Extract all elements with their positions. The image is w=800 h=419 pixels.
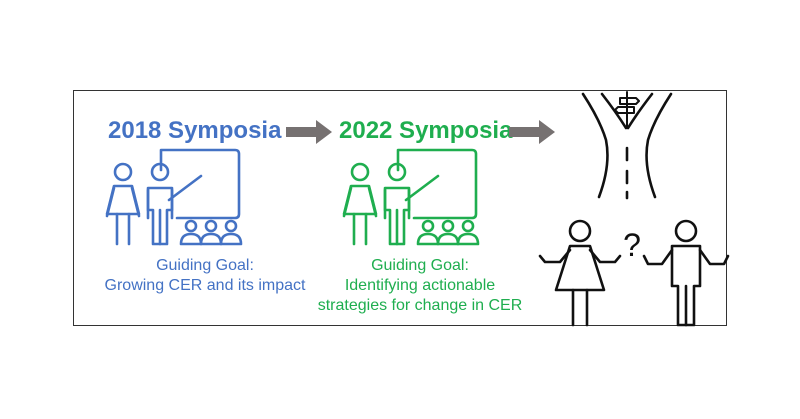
title-2018-symposia: 2018 Symposia <box>108 117 282 144</box>
arrow-right-icon <box>286 120 332 144</box>
goal-2022-line-2: Identifying actionable <box>344 277 496 294</box>
signpost-icon <box>614 91 640 129</box>
goal-2018-line-1: Guiding Goal: <box>156 257 254 274</box>
presentation-2018-icon <box>105 148 243 246</box>
arrow-right-icon <box>509 120 555 144</box>
shrugging-man-icon <box>642 219 730 327</box>
goal-2022-line-1: Guiding Goal: <box>371 257 469 274</box>
road-fork-icon <box>581 92 673 200</box>
shrugging-woman-icon <box>538 219 622 327</box>
diagram-frame <box>73 90 727 326</box>
goal-2022: Guiding Goal: Identifying actionable str… <box>300 256 540 316</box>
presentation-2022-icon <box>342 148 480 246</box>
goal-2018: Guiding Goal: Growing CER and its impact <box>60 256 350 296</box>
question-mark-icon: ? <box>623 227 641 263</box>
goal-2022-line-3: strategies for change in CER <box>317 297 523 314</box>
title-2022-symposia: 2022 Symposia <box>339 117 513 144</box>
goal-2018-line-2: Growing CER and its impact <box>104 277 306 294</box>
